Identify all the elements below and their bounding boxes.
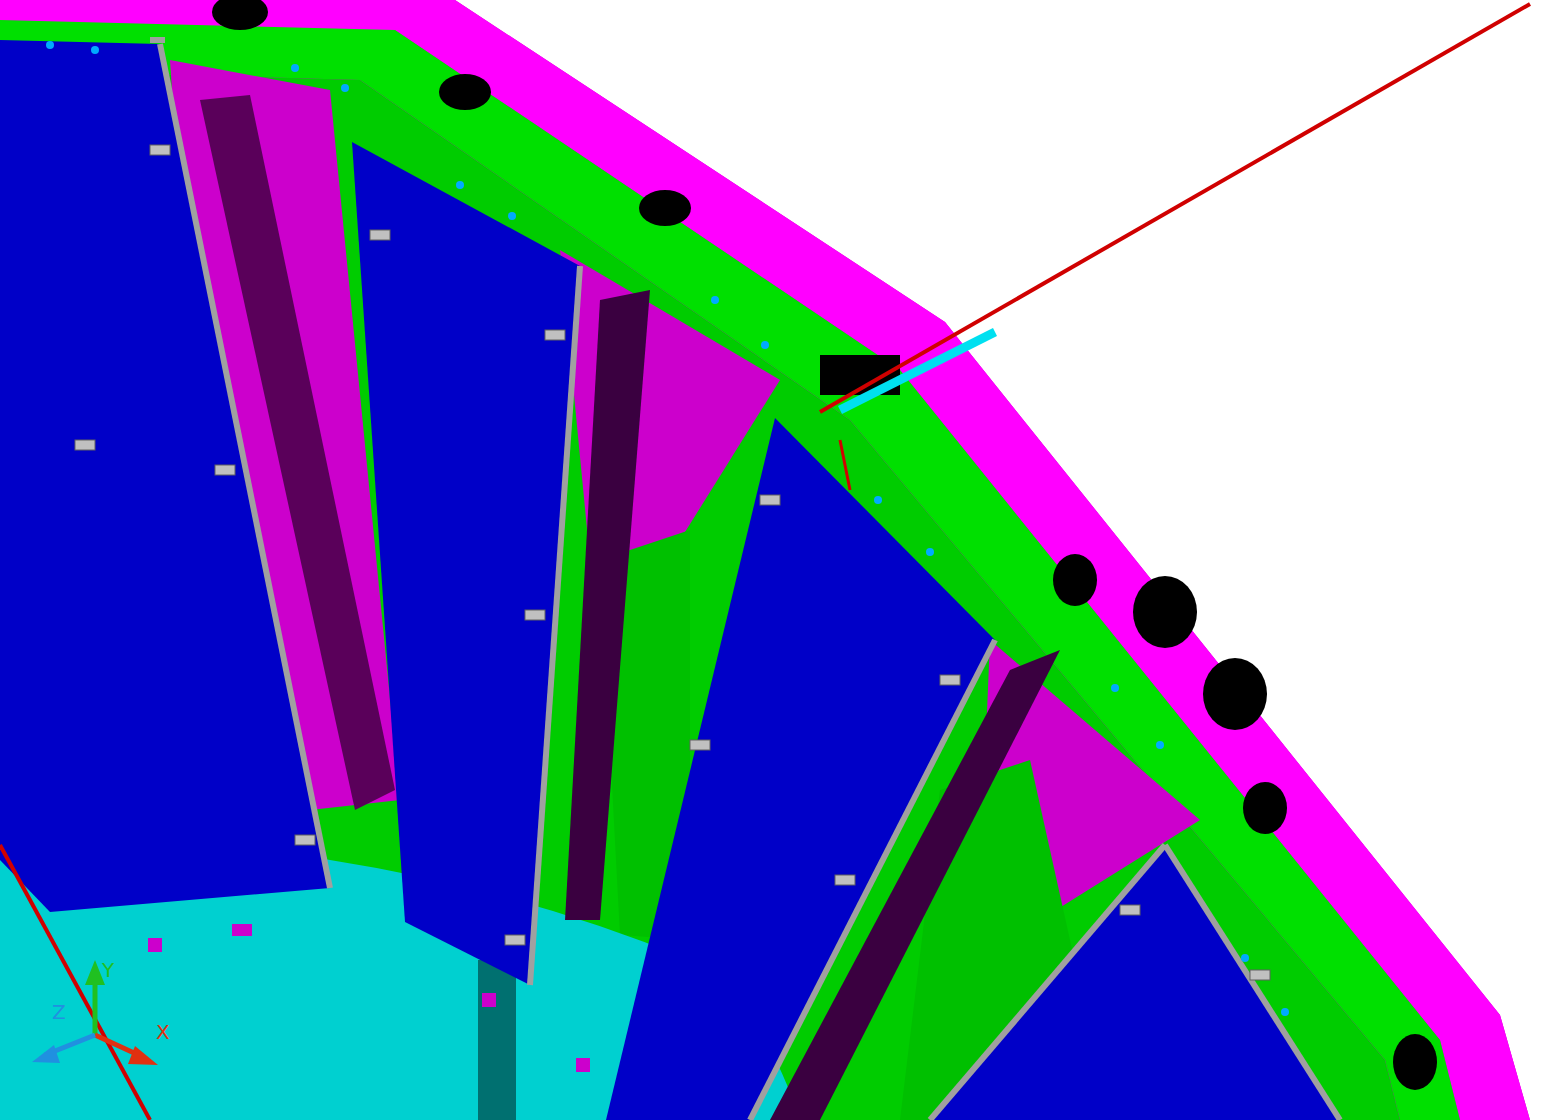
fasteners xyxy=(46,41,1289,1016)
marker xyxy=(148,938,162,952)
beam-line xyxy=(0,845,150,1120)
detector-panel xyxy=(352,142,580,985)
axis-triad xyxy=(32,960,158,1065)
detector-panel xyxy=(0,40,330,912)
marker xyxy=(482,993,496,1007)
marker xyxy=(232,924,252,936)
marker xyxy=(576,1058,590,1072)
cyan-tube xyxy=(840,332,995,410)
axis-label: X xyxy=(156,1022,170,1042)
frame-brackets xyxy=(75,145,1270,980)
beam-line xyxy=(820,4,1530,412)
dark-bar xyxy=(565,290,650,920)
support-beam xyxy=(478,960,516,1120)
beam-line xyxy=(840,440,850,490)
axis-label: Z xyxy=(52,1002,66,1022)
detector-panel xyxy=(606,418,995,1120)
green-ring xyxy=(0,20,1460,1120)
axis-label: Y xyxy=(102,960,114,980)
panel-frames xyxy=(150,40,1340,1120)
detector-panel xyxy=(930,845,1340,1120)
